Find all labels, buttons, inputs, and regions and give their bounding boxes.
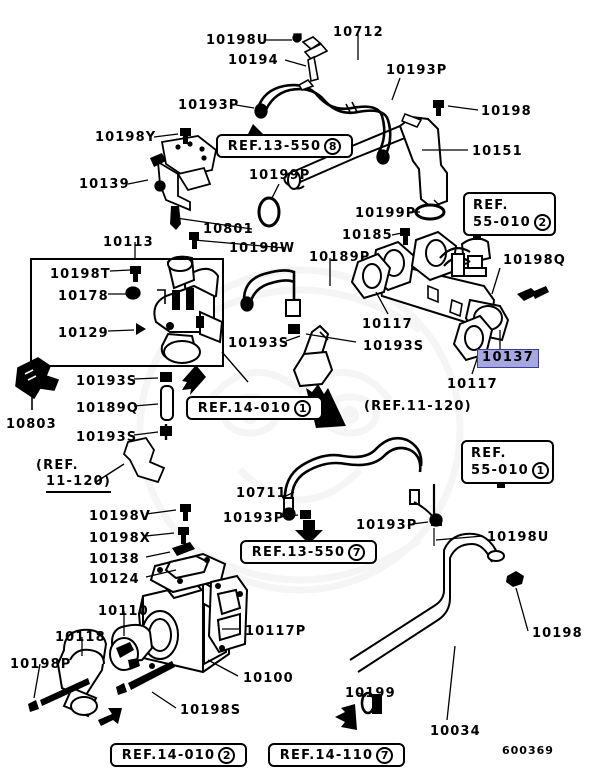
part-label-10712: 10712 xyxy=(333,25,384,40)
ref-box-circle-number: 7 xyxy=(376,746,394,764)
ref-box-circle-number: 2 xyxy=(218,746,236,764)
part-label-10178: 10178 xyxy=(58,289,109,304)
part-label-10117: 10117 xyxy=(447,377,498,392)
part-label-10198t: 10198T xyxy=(50,267,111,282)
part-label-10124: 10124 xyxy=(89,572,140,587)
part-label-10198p: 10198P xyxy=(10,657,72,672)
ref-box-line1: REF. xyxy=(471,446,507,461)
part-label-10139: 10139 xyxy=(79,177,130,192)
ref-box-line1: REF.13-550 xyxy=(251,544,346,560)
part-label-10198y: 10198Y xyxy=(95,130,157,145)
part-label-10194: 10194 xyxy=(228,53,279,68)
part-label-10193s: 10193S xyxy=(76,374,138,389)
part-label-10151: 10151 xyxy=(472,144,523,159)
ref-box-circle-number: 2 xyxy=(533,214,551,231)
part-label-10193p: 10193P xyxy=(356,518,418,533)
part-label-10193p: 10193P xyxy=(178,98,240,113)
part-label-10193s: 10193S xyxy=(76,430,138,445)
ref-box-line2: 55-010 xyxy=(473,215,531,230)
part-label-10138: 10138 xyxy=(89,552,140,567)
part-label-10193s: 10193S xyxy=(228,336,290,351)
part-label-10198x: 10198X xyxy=(89,531,151,546)
part-label-10199p: 10199P xyxy=(249,168,311,183)
part-label-10189p: 10189P xyxy=(309,250,371,265)
part-label-10198q: 10198Q xyxy=(503,253,566,268)
part-label-10801: 10801 xyxy=(203,222,254,237)
part-label-10803: 10803 xyxy=(6,417,57,432)
part-label-10100: 10100 xyxy=(243,671,294,686)
part-label-10198: 10198 xyxy=(532,626,583,641)
part-label-10110: 10110 xyxy=(98,604,149,619)
ref-box-line1: REF.13-550 xyxy=(227,138,322,154)
ref-box-circle-number: 1 xyxy=(531,462,549,479)
part-label-10034: 10034 xyxy=(430,724,481,739)
part-label-10117: 10117 xyxy=(362,317,413,332)
part-label-10711: 10711 xyxy=(236,486,287,501)
part-label-10193s: 10193S xyxy=(363,339,425,354)
ref-box-circle-number: 7 xyxy=(348,543,366,561)
part-label-10198s: 10198S xyxy=(180,703,242,718)
group-box-10113 xyxy=(30,258,224,367)
part-label-10137[interactable]: 10137 xyxy=(477,349,540,368)
part-label-10118: 10118 xyxy=(55,630,106,645)
ref-box-circle-number: 8 xyxy=(324,137,342,155)
part-label-10129: 10129 xyxy=(58,326,109,341)
diagram-id: 600369 xyxy=(502,744,554,757)
part-label-10198: 10198 xyxy=(481,104,532,119)
part-label-10113: 10113 xyxy=(103,235,154,250)
part-label-10193p: 10193P xyxy=(223,511,285,526)
ref-text-ref_11_120_right: (REF.11-120) xyxy=(364,399,472,414)
part-label-10198u: 10198U xyxy=(206,33,269,48)
ref-text-ref_11_120_left_l1: (REF. xyxy=(36,458,79,473)
ref-box-line1: REF.14-010 xyxy=(197,400,292,416)
part-label-10185: 10185 xyxy=(342,228,393,243)
ref-box-line1: REF.14-010 xyxy=(121,747,216,763)
ref-box-circle-number: 1 xyxy=(294,399,312,417)
part-label-10198v: 10198V xyxy=(89,509,151,524)
part-label-10199p: 10199P xyxy=(355,206,417,221)
part-label-10198u: 10198U xyxy=(487,530,550,545)
part-label-10198w: 10198W xyxy=(229,241,296,256)
part-label-10189q: 10189Q xyxy=(76,401,139,416)
part-label-10117p: 10117P xyxy=(245,624,307,639)
ref-box-line2: 55-010 xyxy=(471,463,529,478)
part-label-10199: 10199 xyxy=(345,686,396,701)
ref-box-line1: REF.14-110 xyxy=(279,747,374,763)
ref-box-line1: REF. xyxy=(473,198,509,213)
part-label-10193p: 10193P xyxy=(386,63,448,78)
ref-text-ref_11_120_left_l2: 11-120) xyxy=(46,474,111,493)
